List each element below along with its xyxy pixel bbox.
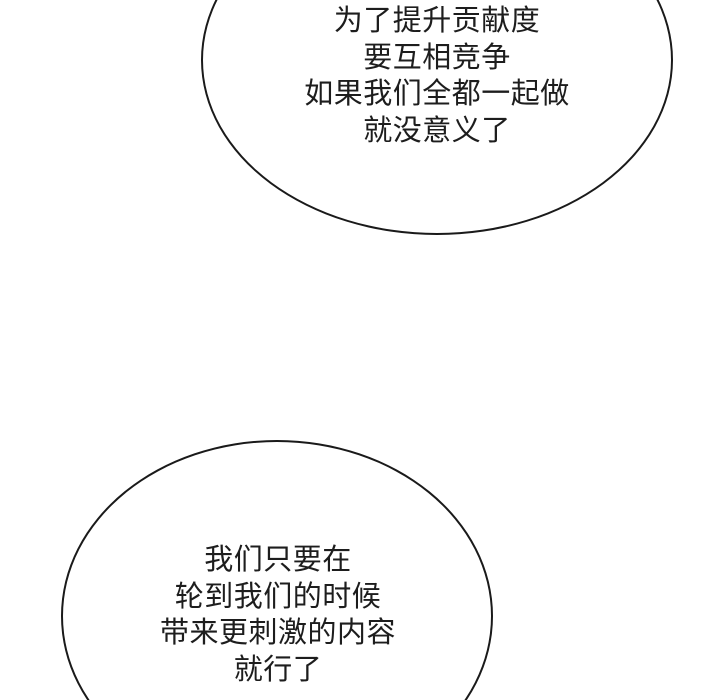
speech-bubble-bottom-text: 我们只要在 轮到我们的时候 带来更刺激的内容 就行了 xyxy=(78,541,478,687)
dialogue-line: 就行了 xyxy=(233,651,323,686)
dialogue-line: 轮到我们的时候 xyxy=(174,578,382,613)
speech-bubble-top-text: 为了提升贡献度 要互相竞争 如果我们全都一起做 就没意义了 xyxy=(237,2,637,148)
dialogue-line: 要互相竞争 xyxy=(363,39,511,74)
dialogue-line: 就没意义了 xyxy=(363,112,511,147)
dialogue-line: 如果我们全都一起做 xyxy=(304,76,570,111)
dialogue-line: 为了提升贡献度 xyxy=(333,3,541,37)
dialogue-line: 带来更刺激的内容 xyxy=(159,615,396,650)
dialogue-line: 我们只要在 xyxy=(204,542,352,576)
